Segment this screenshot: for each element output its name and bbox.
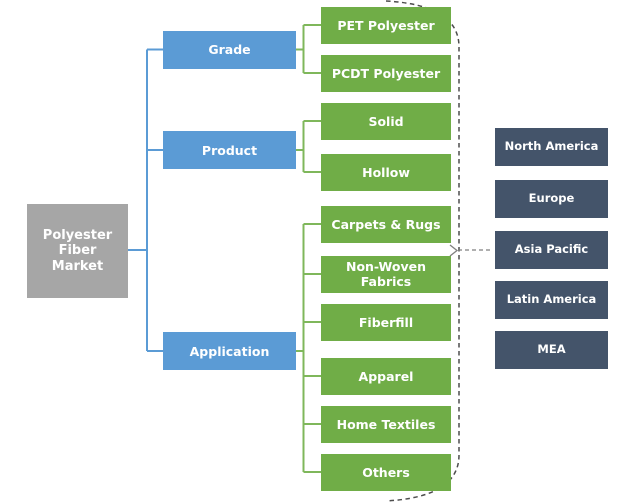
node-apparel: Apparel [321,357,451,395]
node-latin-america: Latin America [495,281,608,319]
node-pcdt-polyester: PCDT Polyester [321,54,451,92]
tree-connectors-blue [128,48,163,352]
node-product: Product [163,131,296,169]
node-others: Others [321,453,451,491]
node-pet-polyester: PET Polyester [321,6,451,44]
node-carpets-rugs: Carpets & Rugs [321,205,451,243]
bracket-connectors-green [296,24,321,473]
node-home-textiles: Home Textiles [321,405,451,443]
node-asia-pacific: Asia Pacific [495,231,608,269]
node-mea: MEA [495,331,608,369]
node-hollow: Hollow [321,153,451,191]
node-non-woven-fabrics: Non-Woven Fabrics [321,255,451,293]
segments-outline-dashed [385,0,460,502]
regions-link-arrow [449,244,493,257]
node-fiberfill: Fiberfill [321,303,451,341]
node-grade: Grade [163,30,296,69]
node-solid: Solid [321,102,451,140]
node-europe: Europe [495,180,608,218]
node-north-america: North America [495,128,608,166]
node-polyester-fiber-market: Polyester Fiber Market [27,204,128,298]
node-application: Application [163,332,296,370]
